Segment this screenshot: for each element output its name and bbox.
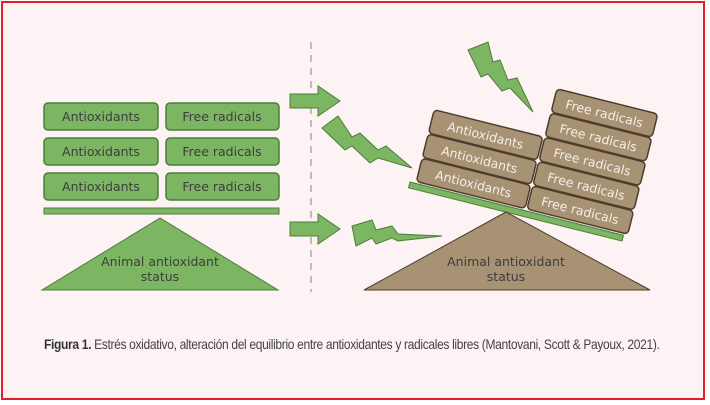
antioxidant-box [43, 137, 159, 166]
antioxidant-box [416, 158, 531, 209]
arrow-right-icon [289, 85, 341, 117]
free-radical-box [545, 113, 652, 162]
balance-beam [407, 181, 625, 242]
free-radical-box [527, 185, 634, 235]
antioxidant-box [43, 102, 159, 131]
left-balanced-scale: Antioxidants Free radicals Antioxidants … [40, 102, 280, 291]
free-radical-label: Free radicals [182, 109, 261, 124]
balance-beam [43, 207, 280, 215]
free-radical-box [533, 161, 640, 210]
right-tilted-scale: Antioxidants Antioxidants Antioxidants F… [407, 88, 658, 242]
antioxidant-label: Antioxidants [62, 144, 140, 159]
free-radical-box [539, 137, 646, 186]
free-radical-box [551, 88, 658, 138]
antioxidant-label: Antioxidants [62, 179, 140, 194]
left-row: Antioxidants Free radicals [43, 102, 280, 131]
fulcrum-triangle [363, 211, 651, 291]
left-row: Antioxidants Free radicals [43, 137, 280, 166]
antioxidant-box [422, 134, 537, 185]
antioxidant-box [428, 109, 543, 160]
antioxidant-box [43, 172, 159, 201]
caption-text: Estrés oxidativo, alteración del equilib… [91, 336, 660, 352]
antioxidant-label: Antioxidants [62, 109, 140, 124]
arrow-right-icon [289, 213, 341, 245]
fulcrum-triangle [40, 217, 280, 291]
free-radical-box [165, 102, 280, 131]
lightning-bolt-icon [321, 115, 413, 169]
left-row: Antioxidants Free radicals [43, 172, 280, 201]
fulcrum-label: Animal antioxidant [447, 254, 565, 269]
free-radical-label: Free radicals [182, 144, 261, 159]
fulcrum-label: status [141, 269, 179, 284]
free-radical-box [165, 137, 280, 166]
fulcrum-label: status [487, 269, 525, 284]
figure-caption: Figura 1. Estrés oxidativo, alteración d… [44, 334, 663, 355]
fulcrum-label: Animal antioxidant [101, 254, 219, 269]
free-radical-box [165, 172, 280, 201]
caption-label: Figura 1. [44, 336, 92, 352]
lightning-bolt-icon [351, 219, 443, 247]
free-radical-label: Free radicals [182, 179, 261, 194]
lightning-bolt-icon [467, 41, 534, 113]
